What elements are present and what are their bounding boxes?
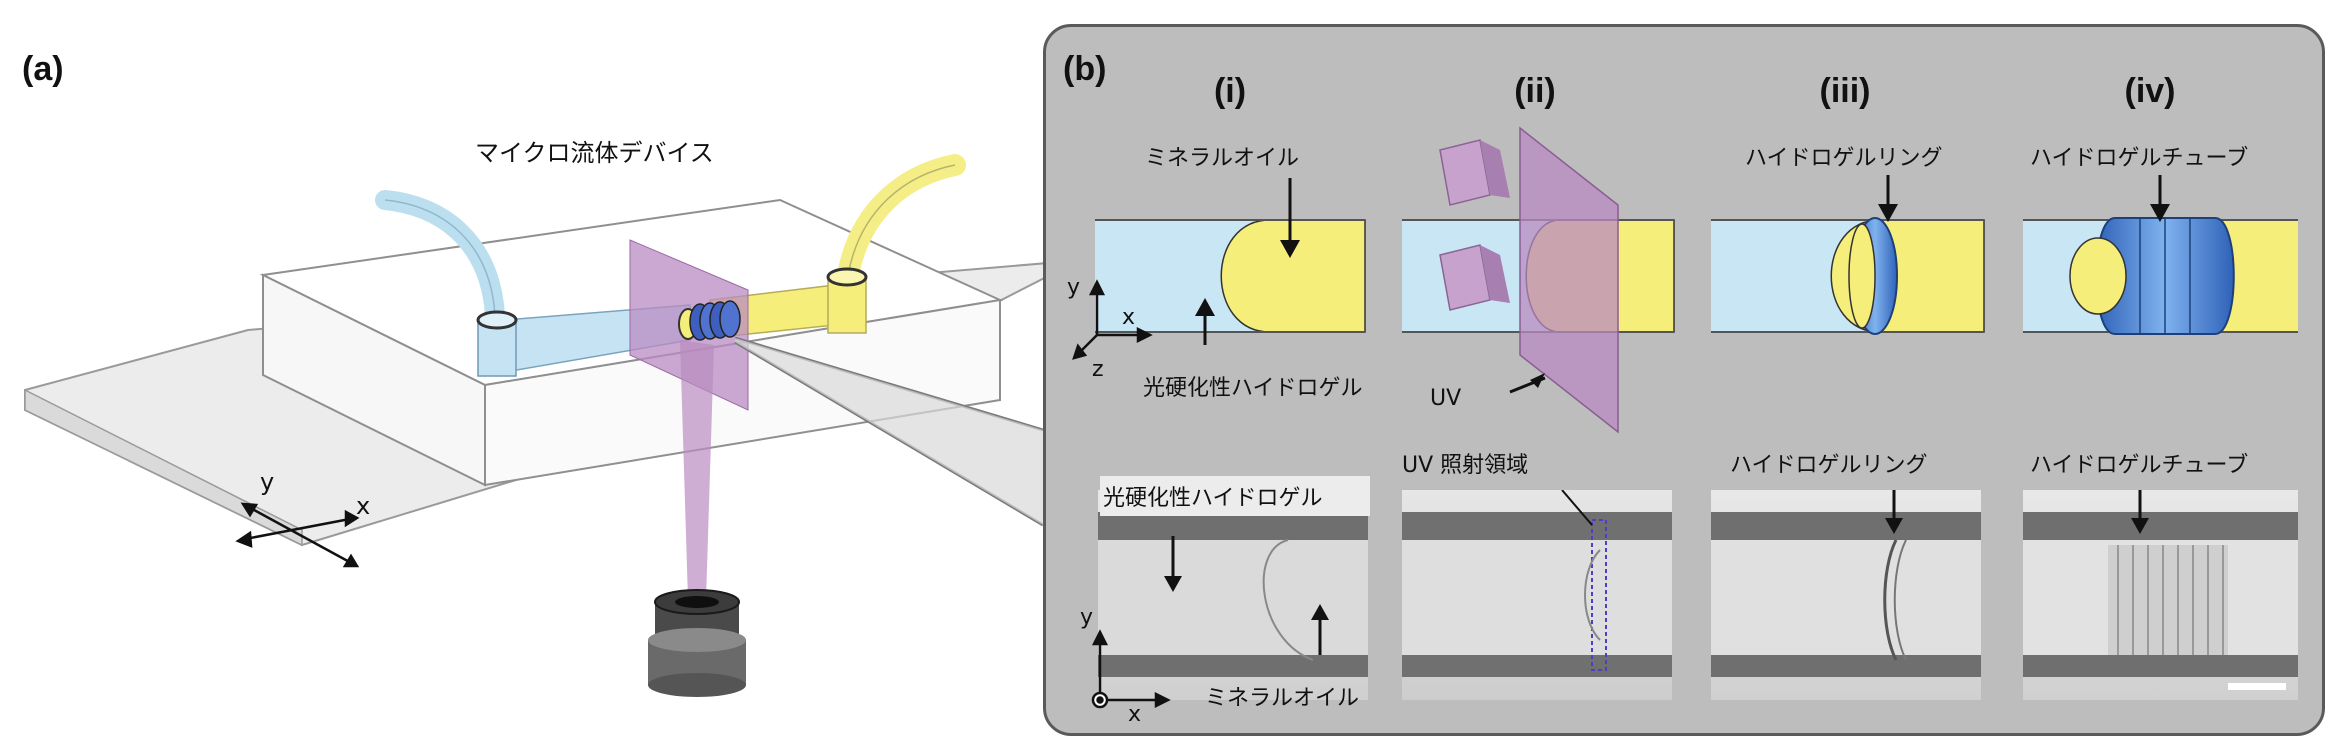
bottom-label-uv-region: UV 照射領域	[1402, 453, 1529, 478]
panel-b-label: (b)	[1063, 50, 1107, 88]
uv-source-upper	[1439, 139, 1510, 206]
micrograph-hydrogel-label-bg	[1100, 476, 1370, 516]
uv-source-lower	[1439, 244, 1510, 311]
micrograph-axis-y: y	[1080, 605, 1094, 630]
micrograph-axis-x: x	[1128, 702, 1142, 727]
micrograph-ii	[1402, 490, 1672, 700]
schematic-axis-y: y	[1067, 275, 1081, 300]
micrograph-iv	[2023, 490, 2298, 700]
panel-a-axis-x: x	[356, 492, 371, 520]
micrograph-i	[1098, 490, 1368, 700]
uv-beam	[680, 340, 714, 600]
micrograph-iii	[1711, 490, 1981, 700]
panel-a-axes	[235, 502, 360, 568]
annotation-hydrogel-tube: ハイドロゲルチューブ	[2030, 146, 2249, 171]
bottom-label-mineral-oil: ミネラルオイル	[1205, 686, 1360, 711]
objective-lens	[648, 589, 746, 697]
uv-region-box	[1591, 519, 1607, 671]
panel-a-label: (a)	[22, 50, 64, 88]
panel-a-axis-y: y	[260, 468, 275, 496]
schematic-iv	[2023, 175, 2298, 335]
schematic-iii	[1711, 175, 1985, 335]
step-label-iv: (iv)	[2124, 72, 2176, 110]
schematic-i	[1072, 178, 1366, 360]
annotation-hydrogel-ring: ハイドロゲルリング	[1745, 146, 1943, 171]
schematic-axis-z: z	[1092, 357, 1104, 382]
hydrogel-rings	[689, 300, 741, 341]
step-label-iii: (iii)	[1819, 72, 1871, 110]
scale-bar	[2228, 683, 2286, 690]
annotation-uv: UV	[1430, 386, 1462, 411]
uv-irradiation-plane	[1519, 126, 1619, 434]
micrograph-hydrogel-label: 光硬化性ハイドロゲル	[1103, 486, 1323, 511]
annotation-mineral-oil: ミネラルオイル	[1145, 146, 1300, 171]
schematic-ii	[1402, 126, 1675, 434]
device-label: マイクロ流体デバイス	[475, 139, 714, 167]
step-label-ii: (ii)	[1514, 72, 1556, 110]
step-label-i: (i)	[1213, 72, 1247, 110]
annotation-hydrogel: 光硬化性ハイドロゲル	[1143, 376, 1363, 401]
panel-a-device-illustration	[24, 154, 1061, 697]
bottom-label-hydrogel-ring: ハイドロゲルリング	[1730, 453, 1928, 478]
schematic-axis-x: x	[1122, 305, 1136, 330]
bottom-label-hydrogel-tube: ハイドロゲルチューブ	[2030, 453, 2249, 478]
